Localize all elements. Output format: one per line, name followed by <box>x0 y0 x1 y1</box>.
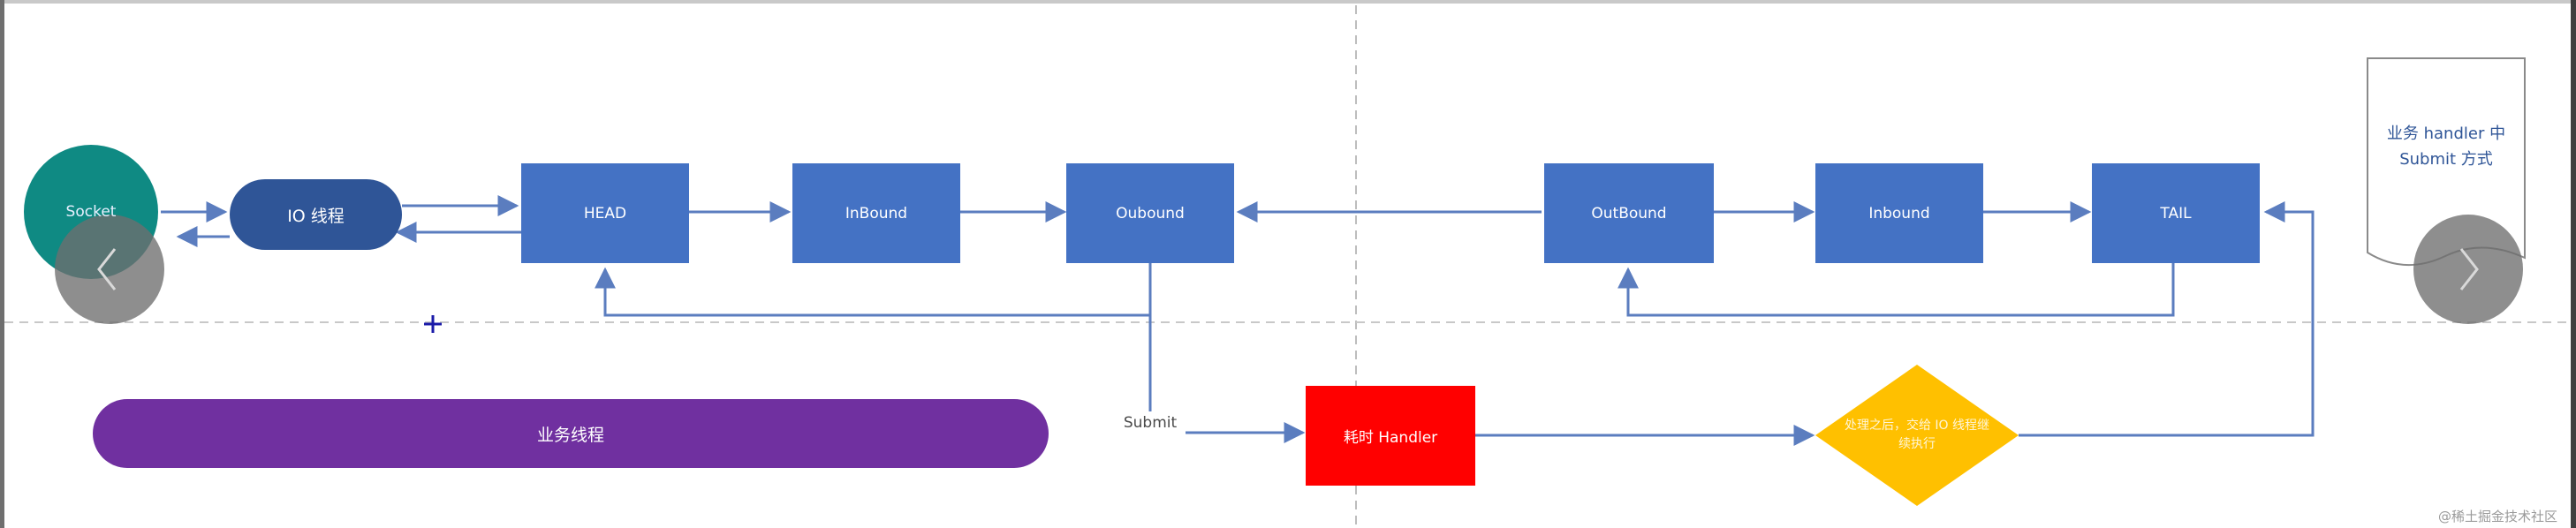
inbound-1-label: InBound <box>845 204 908 223</box>
connectors <box>161 195 2315 446</box>
head-label: HEAD <box>583 204 627 223</box>
slow-handler-node <box>1306 386 1475 486</box>
tail-node <box>2092 163 2260 263</box>
oubound-label: Oubound <box>1116 204 1185 223</box>
decision-node <box>1815 365 2019 506</box>
watermark: @稀土掘金技术社区 <box>2437 508 2557 524</box>
left-border <box>0 0 4 528</box>
decision-label: 处理之后，交给 IO 线程继续执行 <box>1844 419 1990 451</box>
arrow-oubound-to-head-loop <box>595 263 1152 317</box>
right-border <box>2571 0 2576 528</box>
inbound-2-node <box>1815 163 1983 263</box>
slow-handler-label: 耗时 Handler <box>1343 429 1438 447</box>
head-node <box>521 163 689 263</box>
io-thread-node <box>230 179 402 250</box>
arrow-decision-to-tail <box>2019 201 2315 437</box>
tail-label: TAIL <box>2160 204 2192 223</box>
crosshair-cursor-icon <box>424 315 442 333</box>
arrow-submit <box>1148 263 1306 443</box>
arrow-tail-to-outbound-loop <box>1618 263 2175 317</box>
outbound-2-label: OutBound <box>1591 204 1667 223</box>
submit-edge-label: Submit <box>1115 411 1186 434</box>
chevron-right-icon <box>2459 248 2479 290</box>
top-border <box>0 0 2576 4</box>
inbound-1-node <box>792 163 960 263</box>
right-nav-button[interactable] <box>2413 215 2523 324</box>
oubound-node <box>1066 163 1234 263</box>
note-label: 业务 handler 中 Submit 方式 <box>2386 124 2506 169</box>
io-thread-label: IO 线程 <box>287 206 345 226</box>
inbound-2-label: Inbound <box>1868 204 1930 223</box>
socket-label: Socket <box>65 203 117 221</box>
business-thread-node <box>93 399 1049 468</box>
outbound-2-node <box>1544 163 1714 263</box>
business-thread-label: 业务线程 <box>536 425 604 445</box>
chevron-left-icon <box>97 248 117 290</box>
left-nav-button[interactable] <box>55 215 164 324</box>
